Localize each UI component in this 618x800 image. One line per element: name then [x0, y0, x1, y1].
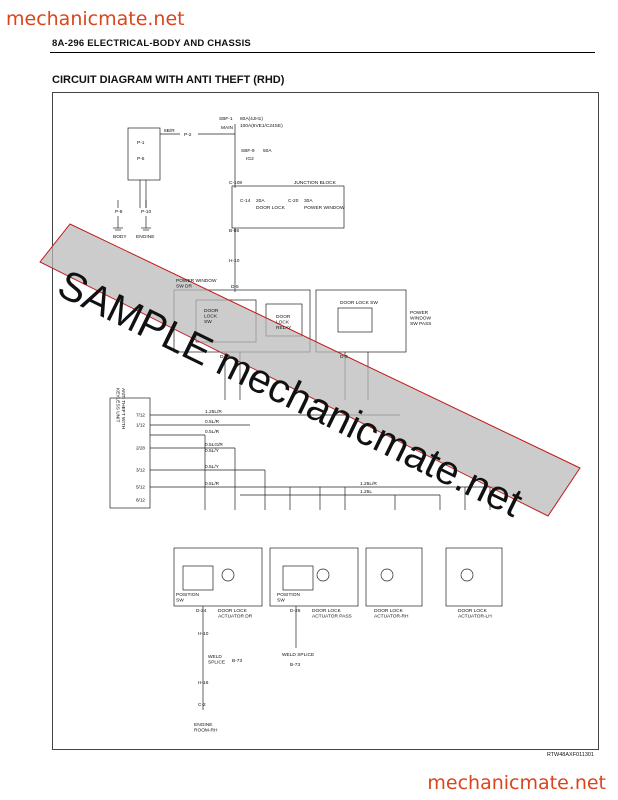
lbl-w4: 0.5LG/R [205, 442, 223, 448]
lbl-sbf1-rating2: 100A(6VE1/C24SE) [240, 123, 283, 129]
lbl-junction: JUNCTION BLOCK [294, 180, 337, 186]
lbl-p8: P-8 [115, 209, 123, 215]
pin-label-3: 2/28 [136, 446, 145, 451]
lbl-b73b: B-73 [290, 662, 300, 668]
lbl-d3: D-3 [340, 354, 348, 360]
lbl-c14-text: 20A [256, 198, 265, 204]
pin-label-2: 1/12 [136, 423, 145, 428]
lbl-p1: P-1 [137, 140, 145, 146]
lbl-sbf9-rating: 50A [263, 148, 272, 154]
lbl-sbf9: SBF-9 [241, 148, 255, 154]
lbl-w5: 0.5L/Y [205, 448, 220, 454]
lbl-w8: 1.25L/R [360, 481, 377, 487]
lbl-w1: 1.25L/R [205, 409, 222, 415]
page-header: 8A-296 ELECTRICAL-BODY AND CHASSIS [52, 38, 251, 49]
lbl-ig2: IG2 [246, 156, 254, 162]
lbl-h10-top: H-10 [229, 258, 240, 264]
pin-label-4: 3/12 [136, 468, 145, 473]
lbl-engine: ENGINE [136, 234, 154, 240]
diagram-labels: SBF-1 80A(4JH1) 100A(6VE1/C24SE) MAIN SB… [113, 116, 492, 734]
lbl-d24: D-24 [196, 608, 207, 614]
sample-stamp: SAMPLE mechanicmate.net [39, 223, 581, 526]
lbl-c2: C-2 [198, 702, 206, 708]
lbl-w-8br: 8B/R [164, 128, 175, 134]
pin-label-1: 7/12 [136, 413, 145, 418]
lbl-w3: 0.5L/R [205, 429, 220, 435]
lbl-p5: P-5 [137, 156, 145, 162]
lbl-power-window: POWER WINDOW [304, 205, 345, 211]
lbl-sbf1-rating: 80A(4JH1) [240, 116, 263, 122]
lbl-body: BODY [113, 234, 127, 240]
lbl-c20: C-20 [288, 198, 299, 204]
lbl-d20: D-20 [220, 354, 231, 360]
lbl-anti-theft: ANTI THEFT WITHKEYLESS UNIT [115, 388, 127, 430]
diagram-code: RTW48AXF011301 [546, 752, 594, 758]
lbl-c108: C-108 [229, 180, 242, 186]
lbl-b86: B-86 [229, 228, 239, 234]
lbl-w7: 0.5L/R [205, 481, 220, 487]
lbl-d26: D-26 [290, 608, 301, 614]
diagram-title: CIRCUIT DIAGRAM WITH ANTI THEFT (RHD) [52, 74, 285, 86]
lbl-sbf1: SBF-1 [219, 116, 233, 122]
diagram-frame [52, 92, 599, 750]
pin-label-6: 8/12 [136, 498, 145, 503]
lbl-p10: P-10 [141, 209, 151, 215]
lbl-weld-splice2: WELD SPLICE [282, 652, 314, 658]
lbl-w9: 1.25L [360, 489, 372, 495]
watermark-top: mechanicmate.net [6, 8, 185, 30]
lbl-h16: H-16 [198, 680, 209, 686]
lbl-w2: 0.5L/R [205, 419, 220, 425]
lbl-main: MAIN [221, 125, 234, 131]
lbl-h10-low: H-10 [198, 631, 209, 637]
header-rule [50, 52, 595, 53]
lbl-b73: B-73 [232, 658, 242, 664]
watermark-bottom: mechanicmate.net [427, 772, 606, 794]
lbl-door-lock-sw2: DOOR LOCK SW [340, 300, 378, 306]
lbl-doorlock: DOOR LOCK [256, 205, 286, 211]
lbl-d5: D-5 [231, 284, 239, 290]
lbl-c20-text: 30A [304, 198, 313, 204]
lbl-p2: P-2 [184, 132, 192, 138]
lbl-w6: 0.5L/Y [205, 464, 220, 470]
lbl-c14: C-14 [240, 198, 251, 204]
pin-label-5: 5/12 [136, 485, 145, 490]
